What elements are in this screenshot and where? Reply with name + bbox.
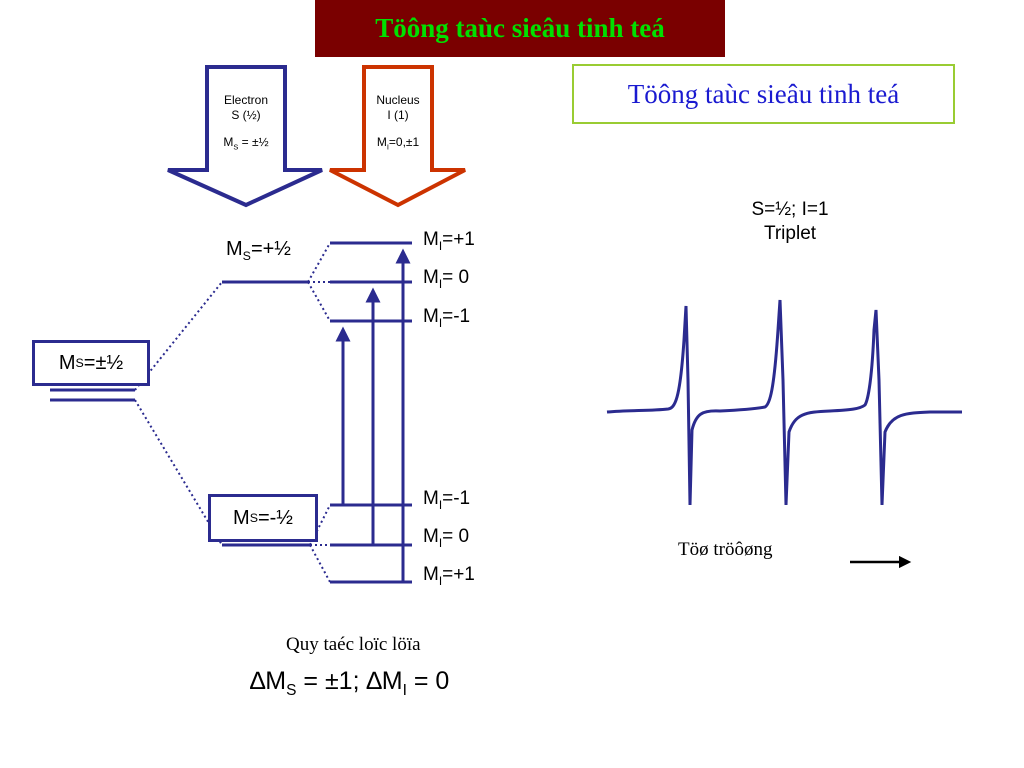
- ms-plus-label: MS=+½: [226, 238, 291, 263]
- nucleus-label: Nucleus: [376, 93, 420, 107]
- nucleus-mi-label: MI=0,±1: [376, 135, 420, 152]
- subtitle-text: Töông taùc sieâu tinh teá: [627, 78, 900, 109]
- selection-rule-formula: ∆MS = ±1; ∆MI = 0: [250, 667, 450, 699]
- lower-mi-minus1-label: MI=-1: [423, 488, 471, 512]
- page-title: Töông taùc sieâu tinh teá: [375, 13, 665, 43]
- nucleus-arrow-icon: [329, 65, 466, 208]
- spectrum-caption: S=½; I=1 Triplet: [700, 198, 880, 246]
- dotted-connectors: [134, 242, 331, 583]
- electron-ms-label: MS = ±½: [223, 135, 269, 152]
- spectrum-type-label: Triplet: [763, 223, 817, 244]
- field-axis-label: Töø tröôøng: [678, 539, 773, 560]
- electron-arrow-text: Electron S (½) MS = ±½: [207, 93, 285, 154]
- lower-mi-0-label: MI= 0: [423, 526, 470, 550]
- electron-arrow-icon: [167, 65, 323, 208]
- lower-mi-plus1-label: MI=+1: [423, 564, 475, 588]
- triplet-spectrum-curve: [606, 299, 962, 506]
- upper-mi-0-label: MI= 0: [423, 267, 470, 291]
- electron-spin-label: S (½): [231, 108, 261, 122]
- electron-label: Electron: [223, 93, 269, 107]
- title-banner: Töông taùc sieâu tinh teá: [315, 0, 725, 57]
- spectrum-spin-label: S=½; I=1: [751, 199, 829, 220]
- nucleus-spin-label: I (1): [387, 108, 409, 122]
- upper-mi-minus1-label: MI=-1: [423, 306, 471, 330]
- nucleus-arrow-text: Nucleus I (1) MI=0,±1: [364, 93, 432, 154]
- selection-rule-caption: Quy taéc loïc löïa: [286, 634, 421, 655]
- subtitle-box: Töông taùc sieâu tinh teá: [572, 64, 955, 124]
- upper-mi-plus1-label: MI=+1: [423, 229, 475, 253]
